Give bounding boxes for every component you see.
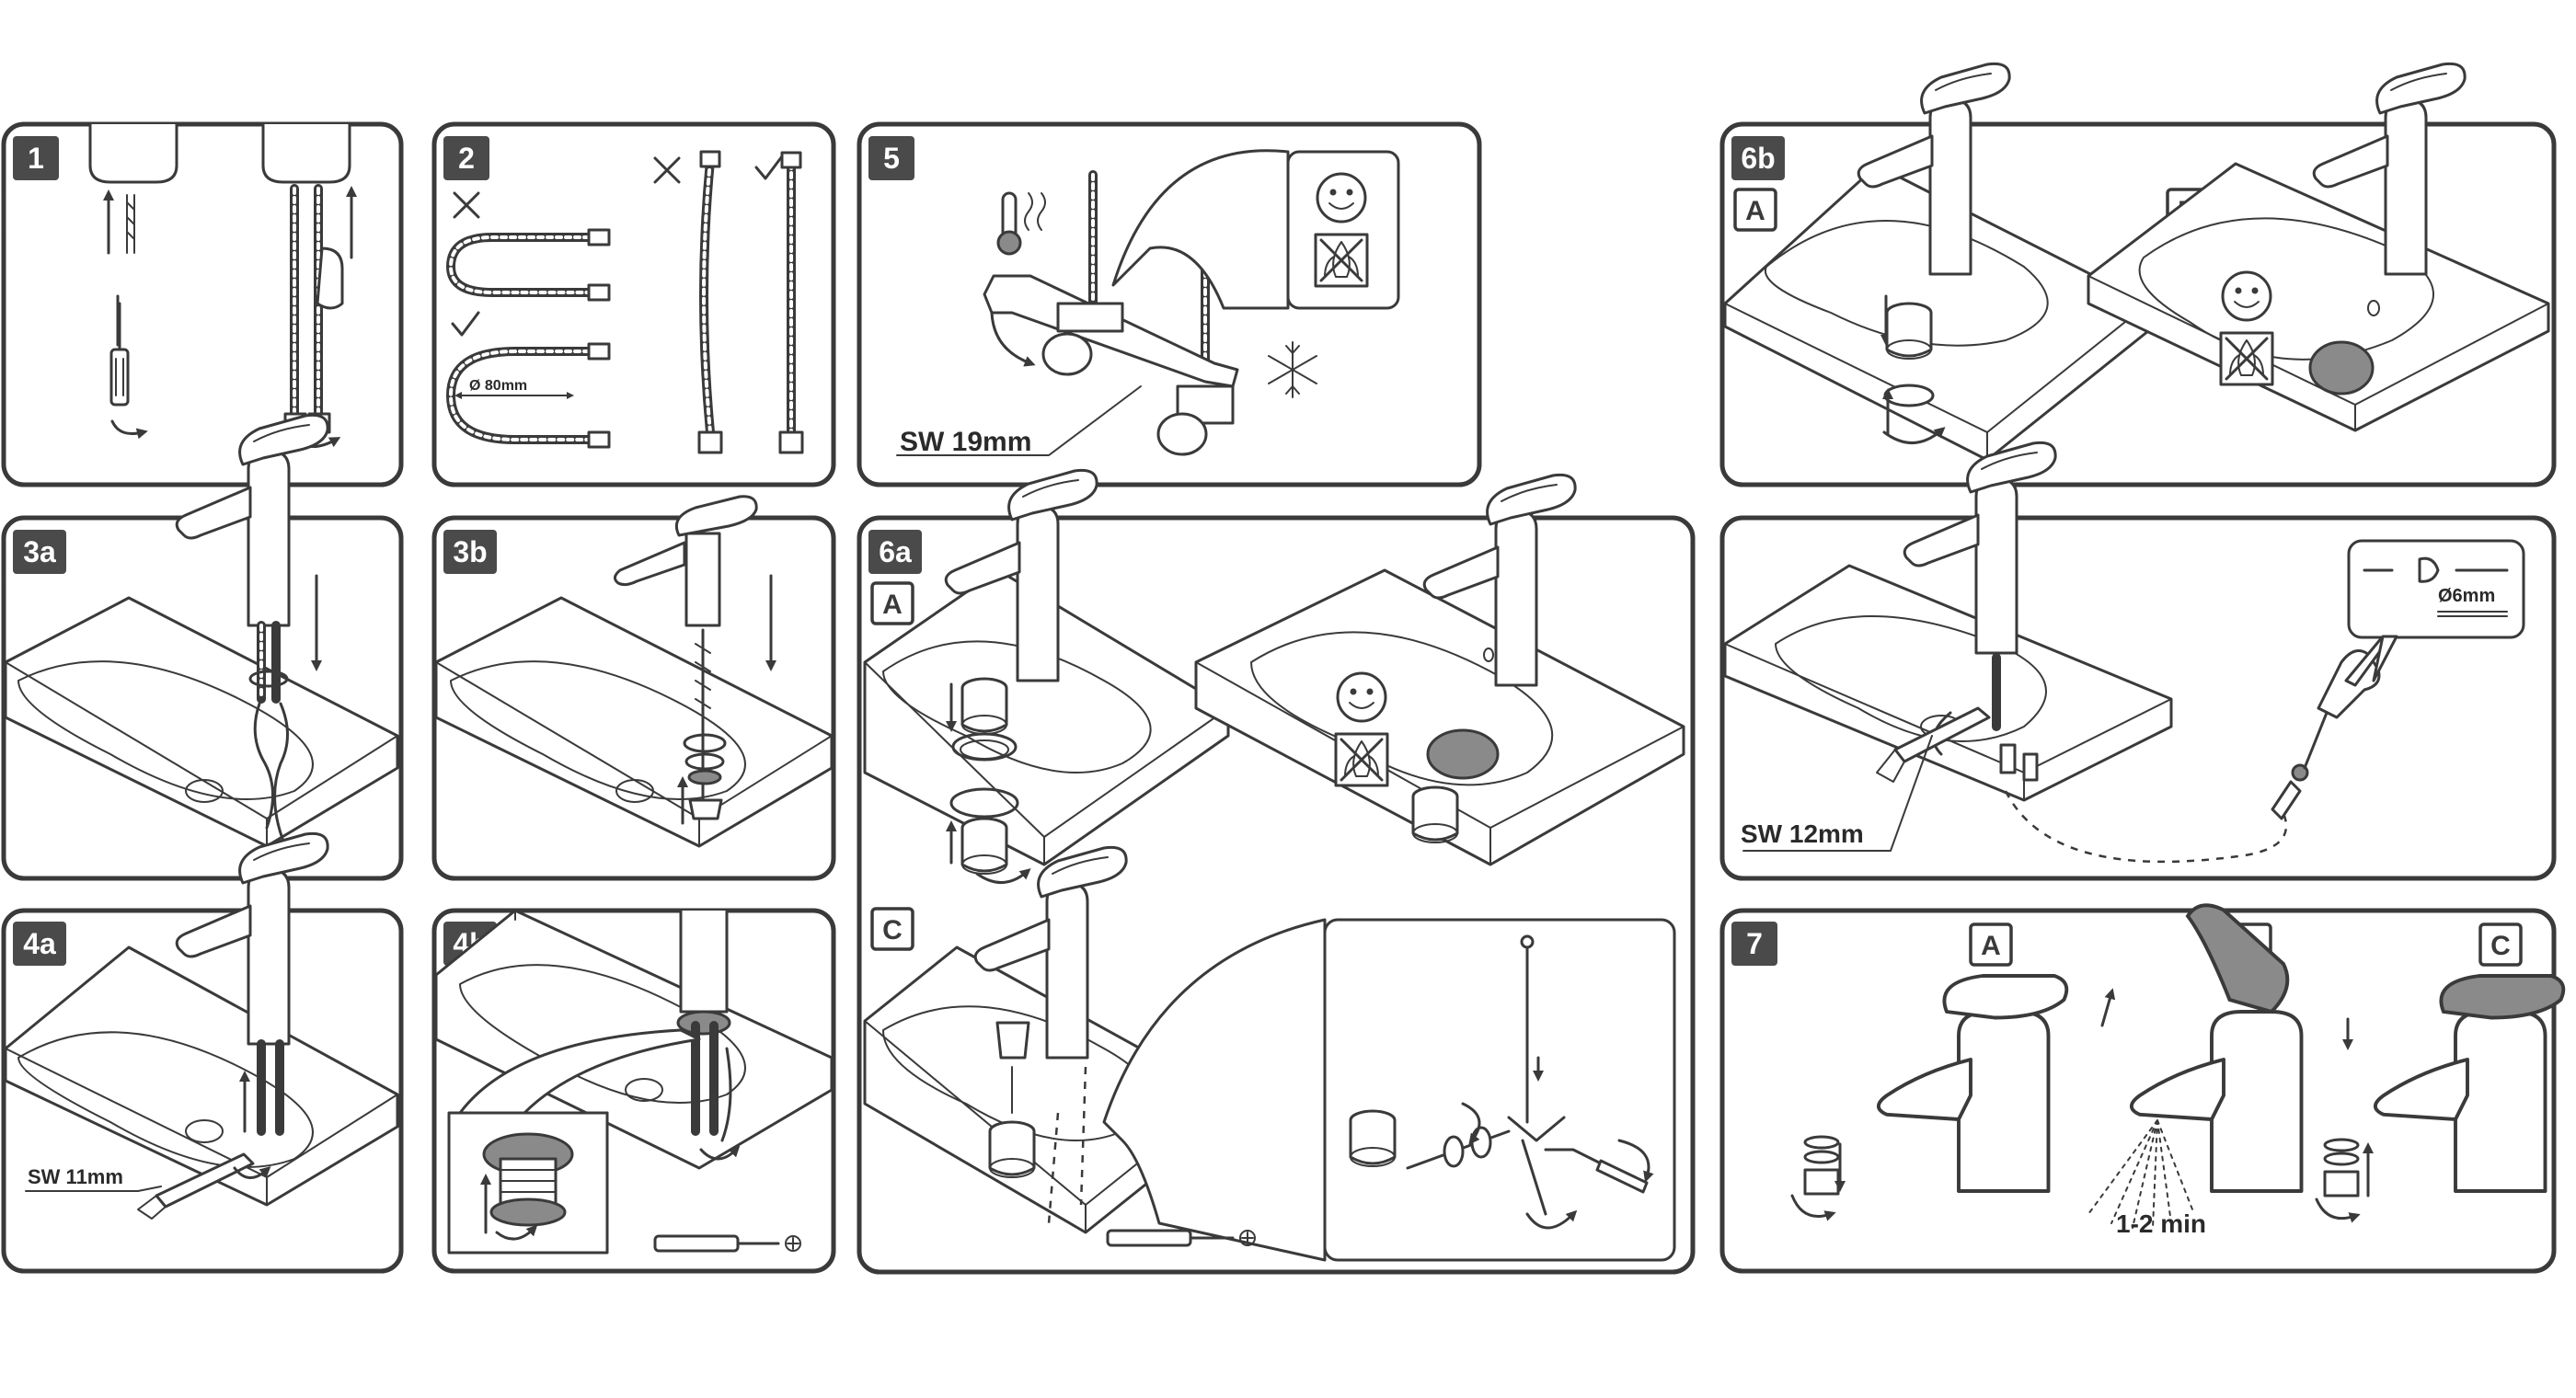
step-badge: 5 <box>868 136 914 180</box>
step-badge: 3a <box>13 530 66 574</box>
panel-step-6b: 6b A B <box>1719 62 2557 487</box>
flush-time-label: 1-2 min <box>2116 1209 2206 1238</box>
svg-text:7: 7 <box>1746 927 1763 960</box>
svg-text:6a: 6a <box>879 535 912 568</box>
no-abrasive-cleaner-icon <box>2219 331 2274 386</box>
wrong-mark-icon <box>653 156 681 184</box>
svg-text:1: 1 <box>28 142 44 175</box>
svg-text:4a: 4a <box>23 927 56 960</box>
smiley-icon <box>1316 172 1367 223</box>
screwdriver-icon <box>1106 1229 1256 1247</box>
step-badge: 6b <box>1731 136 1785 180</box>
svg-text:2: 2 <box>458 142 475 175</box>
step-badge: 1 <box>13 136 59 180</box>
panel-step-1: 1 <box>1 121 404 487</box>
panel-step-5: 5 SW 19mm <box>857 121 1482 487</box>
svg-text:A: A <box>1745 196 1765 226</box>
svg-text:6b: 6b <box>1741 142 1775 175</box>
svg-text:A: A <box>882 590 903 620</box>
bend-diameter-label: Ø 80mm <box>469 378 527 394</box>
wrench-icon <box>1893 706 1991 763</box>
step-badge: 6a <box>868 530 922 574</box>
panel-step-3a: 3a <box>1 413 404 881</box>
smiley-icon <box>2221 270 2272 322</box>
wrench-size-label: SW 19mm <box>900 427 1031 457</box>
panel-step-6a: 6a A B C <box>857 468 1696 1275</box>
option-label: A <box>870 581 914 625</box>
svg-text:3a: 3a <box>23 535 56 568</box>
option-label: C <box>870 907 914 951</box>
svg-text:3b: 3b <box>453 535 487 568</box>
option-label: A <box>1969 922 2013 967</box>
svg-text:A: A <box>1981 931 2001 961</box>
no-abrasive-cleaner-icon <box>1334 732 1389 787</box>
smiley-icon <box>1336 671 1387 723</box>
panel-step-2: 2 Ø 80mm <box>431 121 836 487</box>
panel-step-4a: 4a SW 11mm <box>1 831 404 1274</box>
thermometer-icon <box>996 191 1046 256</box>
no-abrasive-cleaner-icon <box>1314 233 1369 288</box>
panel-step-7: 7 A B C 1-2 min <box>1719 903 2566 1274</box>
step-badge: 3b <box>443 530 497 574</box>
step-badge: 2 <box>443 136 489 180</box>
option-label: A <box>1733 188 1777 232</box>
step-badge: 4a <box>13 922 66 966</box>
svg-text:5: 5 <box>883 142 900 175</box>
wrench-size-label: SW 12mm <box>1741 819 1864 848</box>
screwdriver-icon <box>653 1234 801 1253</box>
correct-mark-icon <box>451 311 480 337</box>
snowflake-icon <box>1268 341 1317 398</box>
wrench-icon <box>155 1152 255 1209</box>
step-badge: 7 <box>1731 922 1777 966</box>
panel-hand-spray: SW 12mm Ø6mm <box>1719 441 2557 881</box>
svg-text:C: C <box>2490 931 2511 961</box>
option-label: C <box>2478 922 2523 967</box>
correct-mark-icon <box>754 155 784 180</box>
wrong-mark-icon <box>453 191 480 219</box>
wrench-size-label: SW 11mm <box>28 1165 123 1188</box>
svg-text:C: C <box>882 915 903 945</box>
panel-step-3b: 3b <box>431 495 836 881</box>
panel-step-4b: 4b <box>431 908 836 1274</box>
water-spray-icon <box>2087 1119 2195 1229</box>
hose-diameter-label: Ø6mm <box>2438 586 2495 606</box>
